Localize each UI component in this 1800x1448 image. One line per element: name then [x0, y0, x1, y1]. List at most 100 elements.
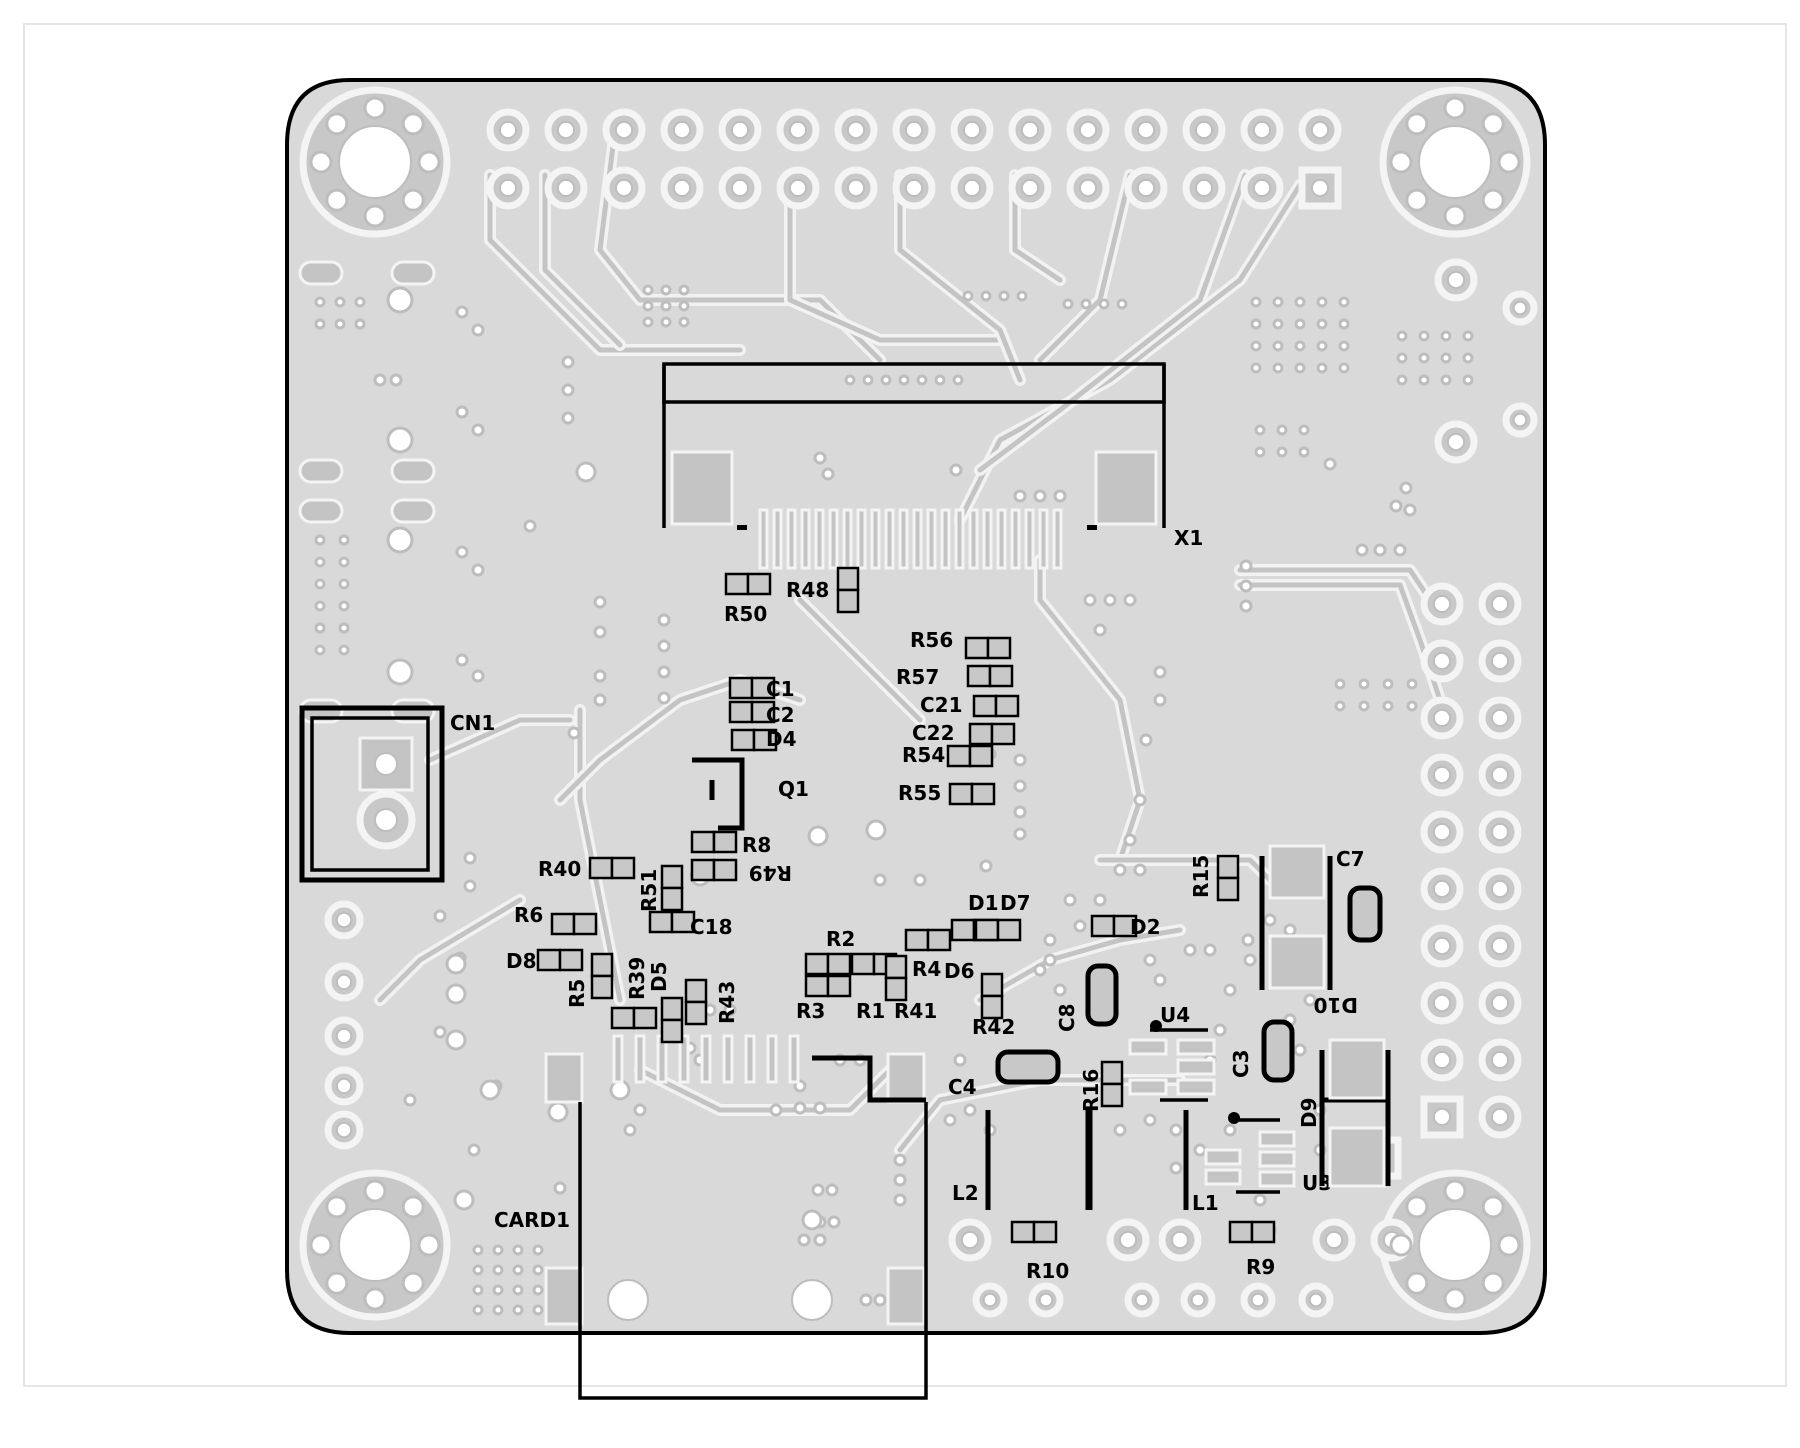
label-d7: D7	[1000, 891, 1031, 915]
label-c18: C18	[690, 915, 733, 939]
via	[1239, 579, 1253, 593]
via	[657, 639, 671, 653]
via	[1303, 993, 1317, 1007]
label-r4: R4	[912, 957, 941, 981]
via	[1283, 923, 1297, 937]
label-u3: U3	[1302, 1171, 1332, 1195]
via	[943, 1113, 957, 1127]
via	[1440, 374, 1452, 386]
via	[1133, 793, 1147, 807]
via	[1123, 833, 1137, 847]
c8-pad	[1085, 963, 1119, 1027]
r8-body	[690, 830, 738, 854]
label-r42: R42	[972, 1015, 1015, 1039]
x1-contact	[772, 508, 783, 570]
label-r6: R6	[514, 903, 543, 927]
via	[433, 1025, 447, 1039]
header-right-pin	[1420, 867, 1464, 911]
header-top-pin	[486, 108, 530, 152]
via	[962, 290, 974, 302]
x1-mount-pad-right	[1094, 450, 1158, 526]
via	[623, 1123, 637, 1137]
via	[1334, 700, 1346, 712]
c4-pad	[995, 1049, 1061, 1085]
mounting-ring-via	[1443, 96, 1467, 120]
via	[949, 463, 963, 477]
x1-contact	[968, 508, 979, 570]
card1-contact	[612, 1034, 624, 1084]
d5-body	[660, 996, 684, 1044]
via	[1462, 330, 1474, 342]
via	[1462, 352, 1474, 364]
label-c21: C21	[920, 693, 963, 717]
via	[523, 519, 537, 533]
header-right-pin	[1478, 867, 1522, 911]
label-r8: R8	[742, 833, 771, 857]
via	[1250, 362, 1262, 374]
via	[1153, 665, 1167, 679]
via	[472, 1244, 484, 1256]
via	[1254, 446, 1266, 458]
r6-body	[550, 912, 598, 936]
x1-contact	[884, 508, 895, 570]
via	[314, 296, 326, 308]
via	[1083, 593, 1097, 607]
via	[1440, 352, 1452, 364]
via	[1223, 983, 1237, 997]
header-top-pin	[1008, 166, 1052, 210]
header-top-pin	[1008, 108, 1052, 152]
mounting-ring-via	[401, 1195, 425, 1219]
via	[334, 318, 346, 330]
r41-body	[884, 954, 908, 1002]
header-right-pin	[1478, 753, 1522, 797]
header-top-pin	[892, 108, 936, 152]
via	[657, 613, 671, 627]
via	[403, 1093, 417, 1107]
via	[492, 1304, 504, 1316]
header-top-pin	[1124, 108, 1168, 152]
header-right-pin	[1478, 981, 1522, 1025]
x1-contact	[814, 508, 825, 570]
card1-contact	[700, 1034, 712, 1084]
right-pad	[1434, 258, 1478, 302]
left-pin	[324, 900, 364, 940]
header-top-pin	[1298, 108, 1342, 152]
label-r1: R1	[856, 999, 885, 1023]
label-r10: R10	[1026, 1259, 1069, 1283]
via	[1013, 753, 1027, 767]
mounting-ring-via	[1443, 1179, 1467, 1203]
mounting-ring-via	[325, 112, 349, 136]
via	[880, 374, 892, 386]
bottom-pin	[1106, 1218, 1150, 1262]
header-top-pin	[776, 166, 820, 210]
via	[512, 1244, 524, 1256]
right-pad	[1502, 290, 1538, 326]
header-top-pin	[950, 166, 994, 210]
card1-contact	[788, 1034, 800, 1084]
via	[1043, 953, 1057, 967]
label-r50: R50	[724, 602, 767, 626]
through-hole-pads	[309, 96, 1538, 1318]
x1-contact-pads	[737, 508, 1097, 570]
bottom-pin	[1312, 1218, 1356, 1262]
inductor-l1: L1	[1087, 1110, 1219, 1215]
mounting-ring-via	[401, 188, 425, 212]
label-d10: D10	[1314, 993, 1358, 1017]
via	[471, 669, 485, 683]
via	[1103, 593, 1117, 607]
via	[472, 1264, 484, 1276]
right-pad	[1502, 402, 1538, 438]
via	[455, 653, 469, 667]
via	[338, 600, 350, 612]
header-right-pin	[1420, 696, 1464, 740]
via	[865, 819, 887, 841]
via	[593, 595, 607, 609]
x1-contact	[898, 508, 909, 570]
via	[979, 859, 993, 873]
mounting-ring-via	[1481, 1271, 1505, 1295]
via	[1013, 489, 1027, 503]
via	[1250, 340, 1262, 352]
via	[1033, 963, 1047, 977]
via	[575, 461, 597, 483]
label-c3: C3	[1229, 1049, 1253, 1078]
